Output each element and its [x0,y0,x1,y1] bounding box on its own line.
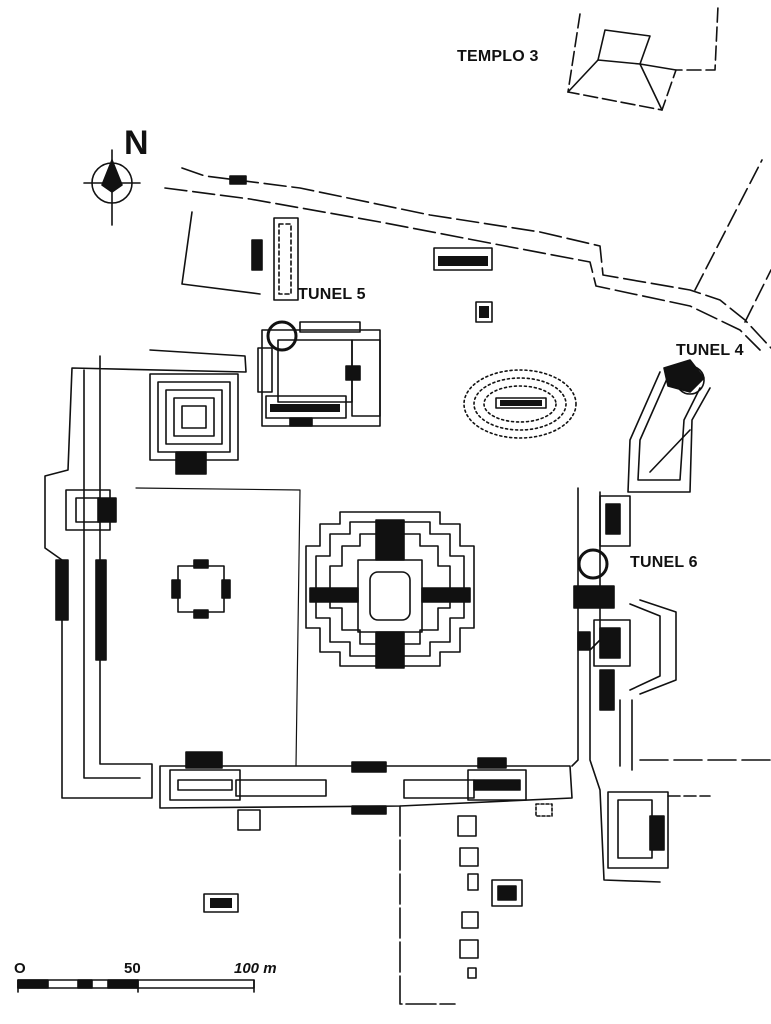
tunel-5-building [258,322,380,426]
templo-3-structure [568,6,718,110]
northwest-enclosure [182,212,298,300]
northwest-pyramid [150,374,238,474]
north-arrow-icon [84,150,140,225]
label-templo-3: TEMPLO 3 [457,48,539,65]
label-tunel-5: TUNEL 5 [298,286,366,303]
east-boundary-wall [572,488,771,882]
south-boundary-wall [160,752,572,1004]
north-center-platform [434,248,492,322]
scale-bar [18,980,254,992]
label-tunel-6: TUNEL 6 [630,554,698,571]
southeast-building [608,792,710,868]
north-boundary-wall [165,160,771,350]
central-pyramid [306,512,474,668]
scale-tick-0: O [14,960,26,977]
scale-tick-100: 100 m [234,960,277,977]
label-tunel-4: TUNEL 4 [676,342,744,359]
southern-structures [204,816,522,978]
oval-mound [464,370,576,438]
scale-tick-50: 50 [124,960,141,977]
tunel-4-wing [628,360,710,492]
west-boundary-wall [45,350,246,798]
north-letter: N [124,124,149,162]
main-plaza [136,488,300,766]
